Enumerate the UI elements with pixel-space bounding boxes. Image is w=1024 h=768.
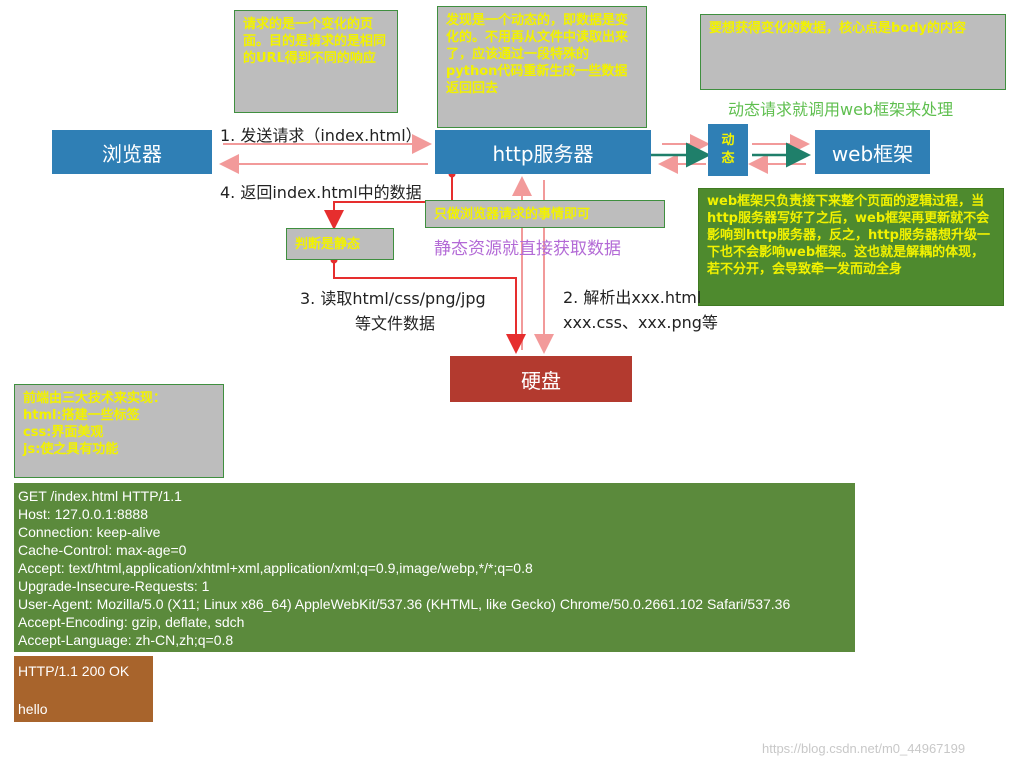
step2-label-line2: xxx.css、xxx.png等 bbox=[563, 313, 718, 332]
step1-label: 1. 发送请求（index.html） bbox=[220, 126, 422, 145]
dynamic-caption: 动态请求就调用web框架来处理 bbox=[728, 100, 954, 119]
arrow-read-disk bbox=[333, 260, 526, 354]
response-block: HTTP/1.1 200 OK hello bbox=[14, 656, 153, 722]
request-header-line: Accept: text/html,application/xhtml+xml,… bbox=[18, 560, 533, 576]
request-note: 请求的是一个变化的页面。目的是请求的是相同的URL得到不同的响应 bbox=[234, 10, 398, 113]
web-framework-node: web框架 bbox=[815, 130, 930, 174]
request-header-line: Connection: keep-alive bbox=[18, 524, 161, 540]
request-header-line: GET /index.html HTTP/1.1 bbox=[18, 488, 182, 504]
browser-only-note: 只做浏览器请求的事情即可 bbox=[425, 200, 665, 228]
decouple-note: web框架只负责接下来整个页面的逻辑过程，当http服务器写好了之后，web框架… bbox=[698, 188, 1004, 306]
dynamic-note: 发现是一个动态的，即数据是变化的。不用再从文件中读取出来了，应该通过一段特殊的p… bbox=[437, 6, 647, 128]
request-header-line: Upgrade-Insecure-Requests: 1 bbox=[18, 578, 210, 594]
request-headers-block: GET /index.html HTTP/1.1 Host: 127.0.0.1… bbox=[14, 483, 855, 652]
frontend-note-line: 前端由三大技术来实现： bbox=[23, 391, 167, 406]
request-header-line: Accept-Language: zh-CN,zh;q=0.8 bbox=[18, 632, 234, 648]
request-header-line: Host: 127.0.0.1:8888 bbox=[18, 506, 148, 522]
step2-label-line1: 2. 解析出xxx.html bbox=[563, 288, 702, 307]
static-caption: 静态资源就直接获取数据 bbox=[434, 239, 621, 259]
step3-label-line2: 等文件数据 bbox=[355, 314, 436, 333]
arrow-static-judge bbox=[324, 174, 453, 230]
request-header-line: Cache-Control: max-age=0 bbox=[18, 542, 187, 558]
frontend-note: 前端由三大技术来实现： html:搭建一些标签 css:界面美观 js:使之具有… bbox=[14, 384, 224, 478]
dynamic-node: 动 态 bbox=[708, 124, 748, 176]
response-body: hello bbox=[18, 701, 48, 717]
body-note: 要想获得变化的数据，核心点是body的内容 bbox=[700, 14, 1006, 90]
step3-label-line1: 3. 读取html/css/png/jpg bbox=[300, 289, 486, 308]
frontend-note-line: html:搭建一些标签 bbox=[23, 408, 140, 423]
watermark: https://blog.csdn.net/m0_44967199 bbox=[762, 741, 966, 756]
browser-node: 浏览器 bbox=[52, 130, 212, 174]
http-server-node: http服务器 bbox=[435, 130, 651, 174]
response-status: HTTP/1.1 200 OK bbox=[18, 663, 130, 679]
frontend-note-line: js:使之具有功能 bbox=[23, 442, 119, 457]
disk-node: 硬盘 bbox=[450, 356, 632, 402]
request-header-line: Accept-Encoding: gzip, deflate, sdch bbox=[18, 614, 245, 630]
request-header-line: User-Agent: Mozilla/5.0 (X11; Linux x86_… bbox=[18, 596, 791, 612]
step4-label: 4. 返回index.html中的数据 bbox=[220, 183, 422, 202]
judge-static-note: 判断是静态 bbox=[286, 228, 394, 260]
frontend-note-line: css:界面美观 bbox=[23, 425, 104, 440]
